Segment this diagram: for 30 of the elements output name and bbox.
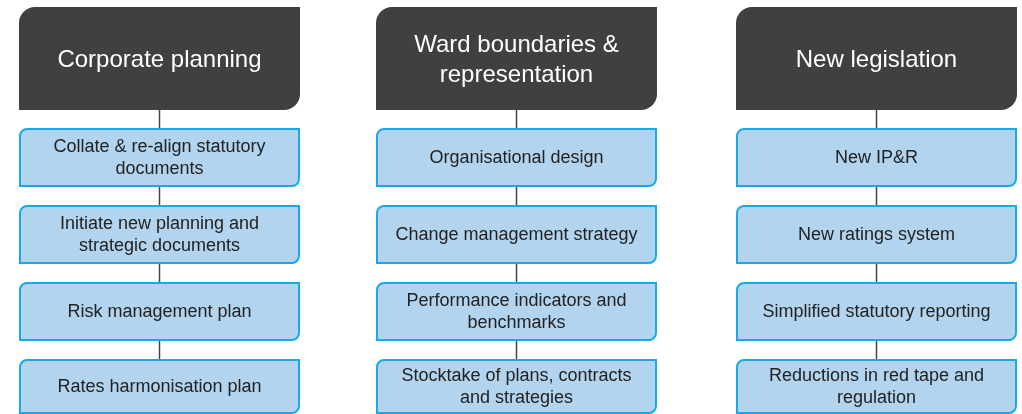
process-box bbox=[19, 359, 300, 414]
box-text: New ratings system bbox=[797, 223, 955, 246]
process-box bbox=[376, 205, 657, 264]
box-text: Stocktake of plans, contracts and strategies bbox=[400, 364, 633, 409]
box-text: Change management strategy bbox=[395, 223, 638, 246]
process-box bbox=[19, 128, 300, 187]
header-box bbox=[736, 7, 1017, 110]
box-text: Reductions in red tape and regulation bbox=[767, 364, 986, 409]
box-text: Collate & re-align statutory documents bbox=[52, 135, 267, 180]
box-text: Initiate new planning and strategic documents bbox=[58, 212, 261, 257]
header-text: New legislation bbox=[795, 43, 958, 74]
process-box bbox=[736, 128, 1017, 187]
box-text: Performance indicators and benchmarks bbox=[405, 289, 628, 334]
header-box bbox=[19, 7, 300, 110]
process-box bbox=[376, 359, 657, 414]
process-box bbox=[19, 282, 300, 341]
process-box bbox=[736, 205, 1017, 264]
process-box bbox=[376, 282, 657, 341]
header-box bbox=[376, 7, 657, 110]
box-text: New IP&R bbox=[835, 146, 918, 169]
process-box bbox=[376, 128, 657, 187]
box-text: Organisational design bbox=[429, 146, 604, 169]
header-text: Corporate planning bbox=[57, 43, 262, 74]
process-box bbox=[19, 205, 300, 264]
box-text: Simplified statutory reporting bbox=[762, 300, 991, 323]
box-text: Risk management plan bbox=[67, 300, 252, 323]
header-text: Ward boundaries & representation bbox=[413, 28, 620, 89]
box-text: Rates harmonisation plan bbox=[57, 375, 262, 398]
process-box bbox=[736, 282, 1017, 341]
process-box bbox=[736, 359, 1017, 414]
